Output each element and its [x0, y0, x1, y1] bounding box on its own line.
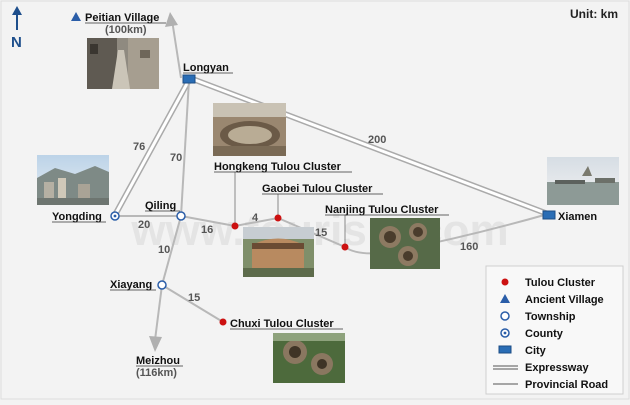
label-chuxi: Chuxi Tulou Cluster	[230, 318, 334, 330]
label-meizhou: Meizhou	[136, 355, 180, 367]
legend-city-icon	[498, 345, 512, 354]
county-marker-yongding	[110, 211, 120, 221]
label-underlines	[52, 22, 449, 367]
distance-yongding-qiling: 20	[138, 219, 150, 231]
tulou-marker-chuxi	[219, 318, 227, 326]
label-yongding: Yongding	[52, 211, 102, 223]
photo-hongkeng	[213, 103, 286, 156]
distance-longyan-xiamen: 200	[368, 134, 386, 146]
road-to-meizhou	[154, 284, 163, 341]
ancient-village-marker-peitian	[71, 12, 81, 21]
label-meizhou-distance: (116km)	[136, 367, 177, 379]
north-label: N	[11, 34, 22, 51]
label-xiamen: Xiamen	[558, 211, 597, 223]
legend-county-label: County	[525, 328, 564, 340]
unit-label: Unit: km	[570, 7, 618, 21]
label-gaobei: Gaobei Tulou Cluster	[262, 183, 373, 195]
road-to-peitian	[171, 19, 182, 79]
legend-tulou-icon	[501, 278, 509, 286]
city-marker-xiamen	[542, 210, 556, 220]
township-marker-xiayang	[157, 280, 167, 290]
distance-hongkeng-gaobei: 4	[252, 212, 259, 224]
photo-nanjing	[370, 218, 440, 269]
photo-chuxi	[273, 333, 345, 383]
city-marker-longyan	[182, 74, 196, 84]
expressway-longyan-yongding	[112, 78, 192, 217]
label-peitian-distance: (100km)	[105, 24, 147, 36]
arrow-peitian	[165, 12, 178, 27]
photo-xiamen	[547, 157, 619, 205]
leader-lines	[234, 172, 346, 247]
expressway-longyan-xiamen	[188, 75, 550, 217]
legend-provincial-label: Provincial Road	[525, 379, 608, 391]
legend: Tulou Cluster Ancient Village Township C…	[485, 265, 624, 395]
arrow-meizhou	[149, 336, 162, 352]
label-peitian: Peitian Village	[85, 12, 159, 24]
road-longyan-qiling	[180, 79, 190, 217]
legend-ancient-village-icon	[500, 294, 510, 303]
photo-peitian	[87, 38, 159, 89]
tulou-marker-gaobei	[274, 214, 282, 222]
distance-nanjing-xiamen: 160	[460, 241, 478, 253]
legend-ancient-label: Ancient Village	[525, 294, 604, 306]
legend-township-icon	[500, 311, 510, 321]
north-arrow	[12, 6, 22, 30]
distance-longyan-qiling: 70	[170, 152, 182, 164]
legend-city-label: City	[525, 345, 547, 357]
distance-xiayang-chuxi: 15	[188, 292, 200, 304]
watermark: www.tourism.com	[130, 206, 508, 255]
label-nanjing: Nanjing Tulou Cluster	[325, 204, 439, 216]
legend-county-icon	[500, 328, 510, 338]
road-xiayang-chuxi	[161, 284, 224, 323]
legend-expressway-icon	[493, 365, 518, 370]
township-marker-qiling	[176, 211, 186, 221]
distance-qiling-xiayang: 10	[158, 244, 170, 256]
tulou-marker-nanjing	[341, 243, 349, 251]
distance-longyan-yongding: 76	[133, 141, 145, 153]
photo-gaobei	[243, 227, 314, 277]
legend-township-label: Township	[525, 311, 576, 323]
tulou-marker-hongkeng	[231, 222, 239, 230]
legend-expressway-label: Expressway	[525, 362, 589, 374]
label-qiling: Qiling	[145, 200, 176, 212]
photo-yongding	[37, 155, 109, 205]
distance-qiling-hongkeng: 16	[201, 224, 213, 236]
distance-gaobei-nanjing: 15	[315, 227, 327, 239]
legend-box	[485, 265, 624, 395]
label-xiayang: Xiayang	[110, 279, 152, 291]
label-hongkeng: Hongkeng Tulou Cluster	[214, 161, 342, 173]
label-longyan: Longyan	[183, 62, 229, 74]
road-qiling-xiayang	[161, 215, 182, 286]
legend-tulou-label: Tulou Cluster	[525, 277, 596, 289]
